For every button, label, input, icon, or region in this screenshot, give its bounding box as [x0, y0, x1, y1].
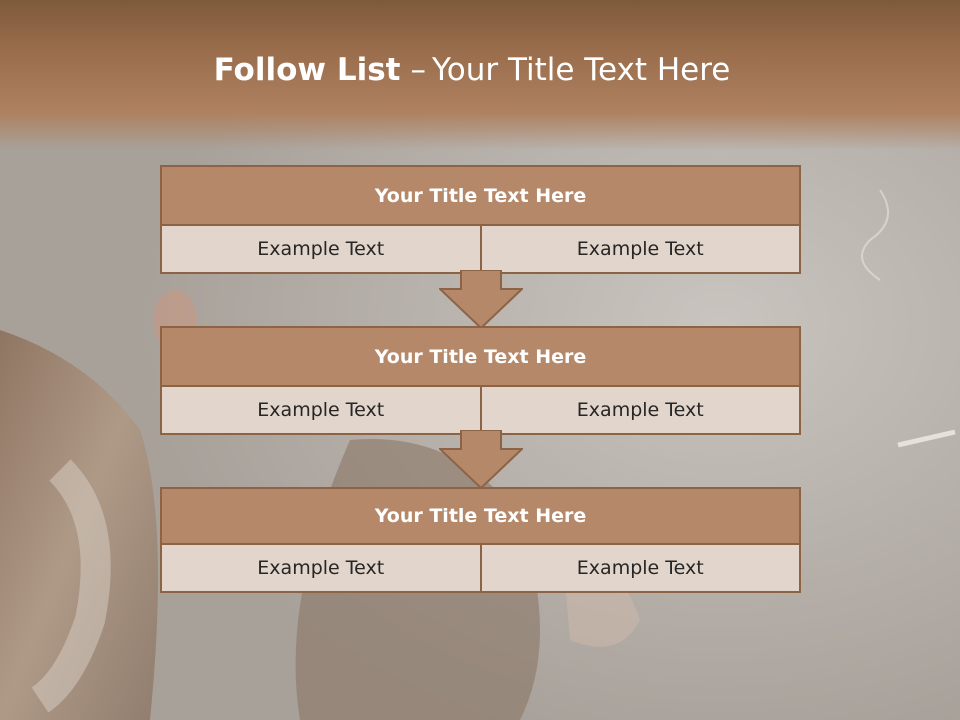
- step-3-right-text: Example Text: [479, 545, 799, 591]
- step-title-2: Your Title Text Here: [162, 328, 799, 387]
- down-arrow-icon: [439, 270, 523, 330]
- step-title-3: Your Title Text Here: [162, 489, 799, 545]
- step-row-2: Example Text Example Text: [162, 387, 799, 433]
- title-banner: [0, 0, 960, 150]
- step-row-1: Example Text Example Text: [162, 226, 799, 272]
- page-title: Follow List–Your Title Text Here: [0, 52, 944, 88]
- title-rest: Your Title Text Here: [431, 52, 731, 88]
- title-dash: –: [410, 52, 426, 88]
- step-2-left-text: Example Text: [162, 387, 480, 433]
- step-box-1: Your Title Text Here Example Text Exampl…: [160, 165, 801, 274]
- step-title-1: Your Title Text Here: [162, 167, 799, 226]
- step-box-3: Your Title Text Here Example Text Exampl…: [160, 487, 801, 593]
- step-3-left-text: Example Text: [162, 545, 480, 591]
- step-1-right-text: Example Text: [479, 226, 799, 272]
- step-row-3: Example Text Example Text: [162, 545, 799, 591]
- down-arrow-icon: [439, 430, 523, 490]
- step-box-2: Your Title Text Here Example Text Exampl…: [160, 326, 801, 435]
- step-1-left-text: Example Text: [162, 226, 480, 272]
- step-2-right-text: Example Text: [479, 387, 799, 433]
- title-bold: Follow List: [213, 52, 401, 88]
